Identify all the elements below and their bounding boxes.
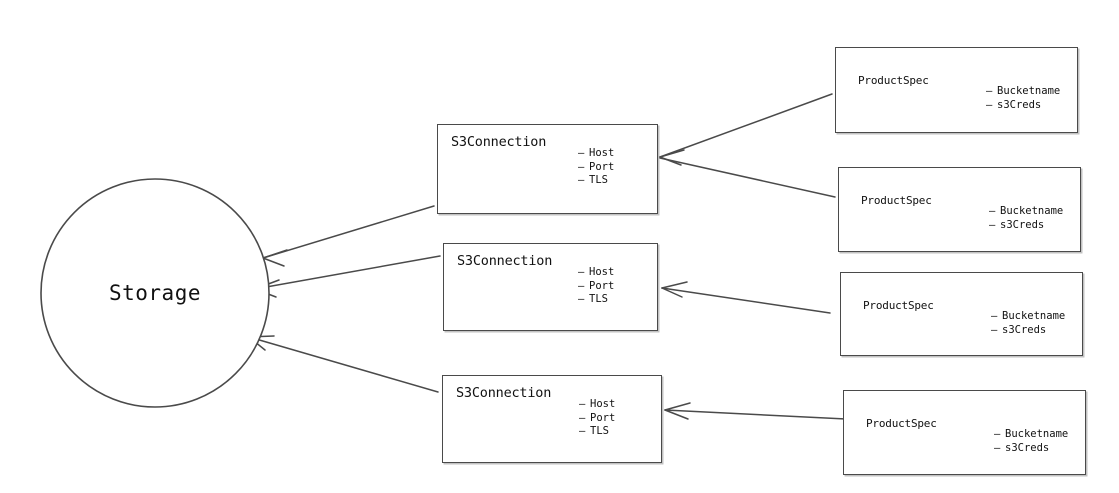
bullet-dash-icon: – [991,310,998,322]
bullet-dash-icon: – [579,425,586,437]
productspec-box-2[interactable]: ProductSpec –Bucketname –s3Creds [838,167,1081,252]
attribute-label: s3Creds [1000,219,1045,231]
productspec-box-1[interactable]: ProductSpec –Bucketname –s3Creds [835,47,1078,133]
attribute-label: TLS [590,425,609,437]
attribute-row: –TLS [578,293,614,307]
attribute-row: –Bucketname [986,84,1060,98]
attribute-row: –Port [579,412,615,426]
attribute-row: –s3Creds [989,218,1063,232]
attribute-label: Bucketname [1005,428,1069,440]
bullet-dash-icon: – [579,411,586,424]
bullet-dash-icon: – [578,147,585,159]
s3connection-box-2[interactable]: S3Connection –Host –Port –TLS [443,243,658,331]
attribute-label: Port [590,411,616,424]
attribute-row: –Bucketname [989,204,1063,218]
arrow-productspec4-to-s3conn3 [664,402,847,420]
bullet-dash-icon: – [994,428,1001,440]
productspec-box-4[interactable]: ProductSpec –Bucketname –s3Creds [843,390,1086,475]
bullet-dash-icon: – [578,279,585,292]
attribute-label: TLS [589,174,608,186]
attribute-label: s3Creds [997,99,1042,111]
attribute-label: s3Creds [1002,324,1047,336]
s3connection-title-3: S3Connection [456,385,552,401]
attribute-label: Host [589,266,615,278]
s3connection-attributes-3: –Host –Port –TLS [579,398,615,439]
attribute-row: –Port [578,161,614,175]
bullet-dash-icon: – [578,266,585,278]
productspec-title-3: ProductSpec [863,299,934,312]
attribute-label: Bucketname [1002,310,1066,322]
productspec-title-2: ProductSpec [861,194,932,207]
attribute-label: TLS [589,293,608,305]
productspec-attributes-1: –Bucketname –s3Creds [986,84,1060,112]
attribute-label: Bucketname [997,85,1061,97]
attribute-label: Host [589,147,615,159]
arrow-productspec3-to-s3conn2 [661,281,831,314]
attribute-label: Bucketname [1000,205,1064,217]
attribute-row: –s3Creds [994,441,1068,455]
bullet-dash-icon: – [989,205,996,217]
bullet-dash-icon: – [994,442,1001,454]
s3connection-box-3[interactable]: S3Connection –Host –Port –TLS [442,375,662,463]
attribute-row: –Host [578,147,614,161]
bullet-dash-icon: – [991,324,998,336]
attribute-row: –Bucketname [991,309,1065,323]
bullet-dash-icon: – [578,293,585,305]
productspec-title-4: ProductSpec [866,417,937,430]
s3connection-title-2: S3Connection [457,253,553,269]
arrow-s3conn1-to-storage [262,205,435,267]
attribute-row: –s3Creds [986,98,1060,112]
arrow-productspec2-to-s3conn1 [659,157,836,198]
productspec-attributes-4: –Bucketname –s3Creds [994,427,1068,455]
attribute-label: Port [589,160,615,173]
s3connection-attributes-2: –Host –Port –TLS [578,266,614,307]
attribute-label: Host [590,398,616,410]
attribute-label: Port [589,279,615,292]
productspec-title-1: ProductSpec [858,74,929,87]
s3connection-title-1: S3Connection [451,134,547,150]
storage-node[interactable]: Storage [39,177,271,409]
attribute-row: –TLS [579,425,615,439]
bullet-dash-icon: – [579,398,586,410]
attribute-row: –Bucketname [994,427,1068,441]
attribute-row: –s3Creds [991,323,1065,337]
attribute-label: s3Creds [1005,442,1050,454]
bullet-dash-icon: – [578,160,585,173]
storage-label: Storage [108,281,201,305]
s3connection-box-1[interactable]: S3Connection –Host –Port –TLS [437,124,658,214]
arrow-s3conn3-to-storage [248,335,439,393]
attribute-row: –Port [578,280,614,294]
productspec-attributes-3: –Bucketname –s3Creds [991,309,1065,337]
productspec-attributes-2: –Bucketname –s3Creds [989,204,1063,232]
arrow-productspec1-to-s3conn1 [659,93,833,166]
attribute-row: –Host [579,398,615,412]
arrow-s3conn2-to-storage [254,255,441,298]
attribute-row: –TLS [578,174,614,188]
productspec-box-3[interactable]: ProductSpec –Bucketname –s3Creds [840,272,1083,356]
bullet-dash-icon: – [578,174,585,186]
bullet-dash-icon: – [986,85,993,97]
storage-circle-shape [40,178,270,408]
bullet-dash-icon: – [986,99,993,111]
bullet-dash-icon: – [989,219,996,231]
attribute-row: –Host [578,266,614,280]
s3connection-attributes-1: –Host –Port –TLS [578,147,614,188]
